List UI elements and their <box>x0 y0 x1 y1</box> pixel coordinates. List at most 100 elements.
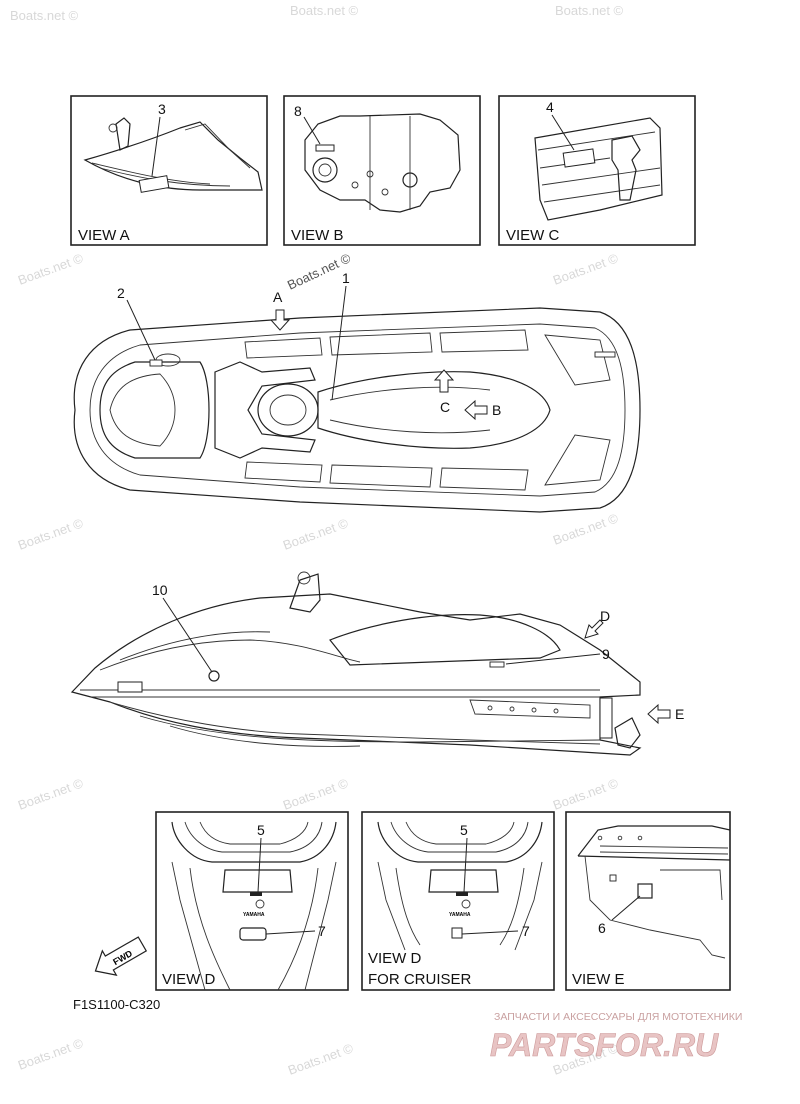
yamaha-logo: YAMAHA <box>243 912 265 918</box>
view-b-frame <box>283 95 481 246</box>
view-dc-step <box>428 869 499 893</box>
rub-rail <box>80 689 600 698</box>
watermark: Boats.net © <box>281 515 351 553</box>
view-d-hull <box>171 861 337 991</box>
view-d-deck <box>171 821 337 863</box>
arrow-e-label: E <box>675 706 684 722</box>
watermark: Boats.net © <box>551 775 621 813</box>
view-c-frame <box>498 95 696 246</box>
view-dc-deck-inner2 <box>405 821 515 845</box>
watermark: Boats.net © <box>16 775 86 813</box>
leader-3 <box>151 116 161 177</box>
callout-3: 3 <box>158 101 166 117</box>
leader-5 <box>257 837 262 893</box>
view-e-rail-lines <box>599 845 729 855</box>
arrow-c-icon <box>433 369 455 393</box>
arrow-c-label: C <box>440 399 450 415</box>
deck-pad <box>329 332 433 356</box>
leader-5-cruiser <box>463 837 468 893</box>
watermark: Boats.net © <box>551 510 621 548</box>
view-d-cruiser-label-1: VIEW D <box>368 950 422 967</box>
view-c-body <box>534 117 663 221</box>
view-d-deck-inner <box>184 821 323 853</box>
watermark: Boats.net © <box>551 250 621 288</box>
view-a-label: VIEW A <box>78 227 130 244</box>
view-a-handle <box>115 117 131 151</box>
diagram-code: F1S1100-C320 <box>73 997 160 1012</box>
callout-8: 8 <box>294 103 302 119</box>
arrow-a-label: A <box>273 289 283 305</box>
arrow-d-label: D <box>600 608 610 624</box>
view-b-port <box>312 157 338 183</box>
view-d-drain <box>255 899 265 909</box>
view-dc-hull <box>377 861 543 951</box>
label-4-decal <box>562 148 596 168</box>
hull-chine <box>109 701 601 745</box>
arrow-b-icon <box>464 399 488 421</box>
label-7-cruiser-decal <box>451 927 463 939</box>
bow-hood <box>99 361 210 459</box>
view-a-frame <box>70 95 268 246</box>
side-graphics <box>99 631 361 671</box>
view-d-stripes <box>189 867 319 991</box>
seat-seams <box>329 386 491 434</box>
deck-pad <box>329 464 433 488</box>
label-6-decal <box>637 883 653 899</box>
leader-1 <box>331 285 347 401</box>
yamaha-logo: YAMAHA <box>449 912 471 918</box>
handlebar-console <box>214 361 316 459</box>
leader-9 <box>505 653 601 665</box>
view-dc-stripes <box>395 867 525 946</box>
watercraft-side-view: 10 9 D E <box>70 571 684 756</box>
watermark: Boats.net © <box>555 3 624 18</box>
stern-panel <box>599 697 613 739</box>
view-b-bolt <box>381 188 389 196</box>
callout-10: 10 <box>152 582 168 598</box>
view-d-cruiser-frame <box>361 811 555 991</box>
view-d-cruiser-label-2: FOR CRUISER <box>368 971 472 988</box>
steering-hub <box>269 394 307 426</box>
watercraft-top-view: 2 1 A C B <box>73 270 641 513</box>
bow-hood-inner <box>109 373 176 447</box>
seat <box>317 371 551 449</box>
callout-7: 7 <box>318 923 326 939</box>
view-c-bracket <box>611 135 641 201</box>
callout-5: 5 <box>257 822 265 838</box>
label-8-decal <box>315 144 335 152</box>
brand-tagline: ЗАПЧАСТИ И АКСЕССУАРЫ ДЛЯ МОТОТЕХНИКИ <box>494 1011 742 1023</box>
callout-7-cruiser: 7 <box>522 923 530 939</box>
label-2-decal <box>149 359 163 367</box>
view-a-deck <box>184 123 251 169</box>
view-b-plate <box>304 113 461 213</box>
seat-side <box>329 614 561 666</box>
view-e-top <box>577 825 731 857</box>
jet-nozzle <box>614 717 641 749</box>
view-dc-deck <box>377 821 543 863</box>
leader-8 <box>303 116 321 145</box>
label-3-decal <box>138 175 170 193</box>
view-d-panel: YAMAHA 5 7 VIEW D <box>155 811 349 991</box>
steering-column <box>257 383 319 437</box>
stern-badge <box>594 351 616 358</box>
watermark: Boats.net © <box>290 3 359 18</box>
view-e-rail <box>577 855 731 861</box>
watermark: Boats.net © <box>16 515 86 553</box>
label-10-decal <box>208 670 220 682</box>
callout-6: 6 <box>598 920 606 936</box>
view-e-stern <box>584 855 726 959</box>
view-e-label: VIEW E <box>572 971 625 988</box>
deck-pad <box>244 461 323 483</box>
view-e-frame <box>565 811 731 991</box>
label-5-cruiser-decal <box>456 892 468 896</box>
view-d-frame <box>155 811 349 991</box>
watermark: Boats.net © <box>16 1035 86 1073</box>
label-5-decal <box>250 892 262 896</box>
view-c-label: VIEW C <box>506 227 560 244</box>
callout-9: 9 <box>602 646 610 662</box>
view-b-panel: 8 VIEW B <box>283 95 481 246</box>
view-a-panel: 3 VIEW A <box>70 95 268 246</box>
leader-4 <box>551 114 575 151</box>
brand-logo: PARTSFOR.RU <box>490 1027 719 1063</box>
view-b-bolt <box>351 181 359 189</box>
